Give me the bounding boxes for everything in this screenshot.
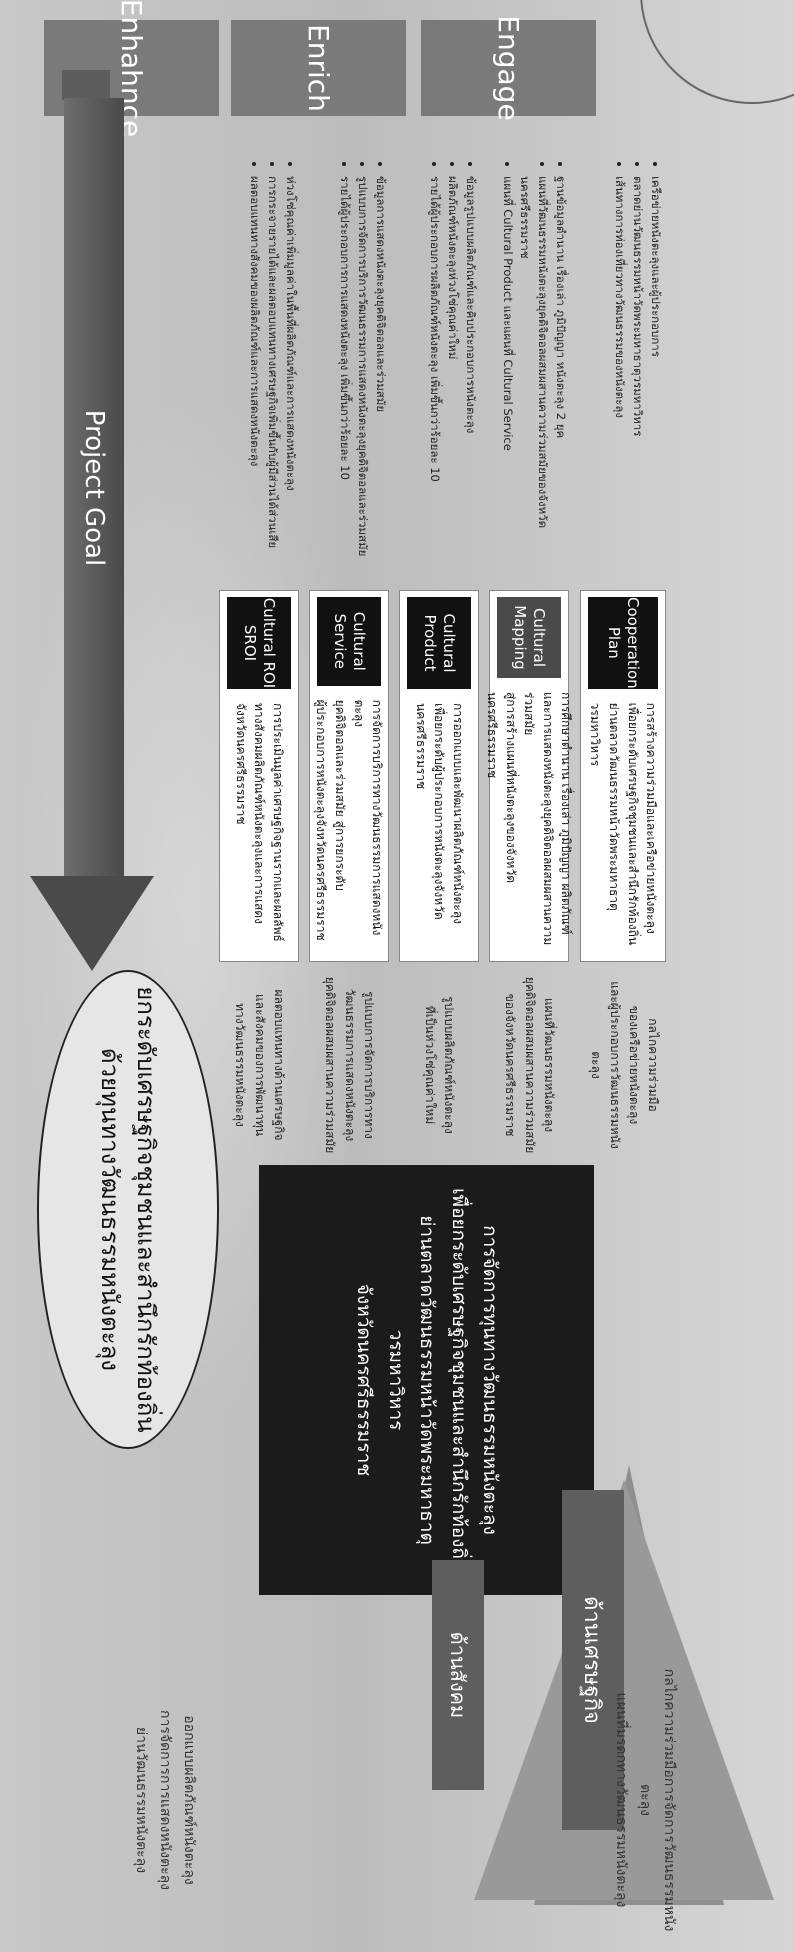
card-text-line: จังหวัดนครศรีธรรมราช bbox=[233, 703, 248, 825]
card-text: การออกแบบและพัฒนาผลิตภัณฑ์หนังตะลุง เพื่… bbox=[407, 695, 471, 932]
goal-line-1: ยกระดับเศรษฐกิจชุมชนและสำนึกรักท้องถิ่น bbox=[132, 986, 160, 1433]
row-left-line: วัฒนธรรมการแสดงหนังตะลุง bbox=[342, 988, 357, 1142]
row-roi-left-text: ผลตอบแทนทางด้านเศรษฐกิจ และสังคมของการพั… bbox=[219, 975, 299, 1155]
bullet-item: แผนที่วัฒนธรรมหนังตะลุงยุคดิจิตอลผสมผสาน… bbox=[516, 176, 552, 570]
card-cultural-roi: Cultural ROI SROI การประเมินมูลค่าเศรษฐก… bbox=[219, 590, 299, 962]
bullet-item: ตลาดย่านวัฒนธรรมหน้าวัดพระมหาธาตุวรมหาวิ… bbox=[628, 176, 646, 570]
card-text: การประเมินมูลค่าเศรษฐกิจฐานรากและผลลัพธ์… bbox=[227, 695, 291, 950]
row-left-line: ของจังหวัดนครศรีธรรมราช bbox=[503, 993, 518, 1137]
bottom-col1-line-2: แผนที่มรดกทางวัฒนธรรมหนังตะลุง bbox=[613, 1692, 630, 1908]
project-goal-arrow-shaft: Project Goal bbox=[64, 98, 124, 878]
block-cultural-roi: Cultural ROI SROI bbox=[227, 597, 291, 689]
bullet-item: เครือข่ายหนังตะลุงและผู้ประกอบการ bbox=[646, 176, 664, 570]
center-line-2: เพื่อยกระดับเศรษฐกิจชุมชนและสำนึกรักท้อง… bbox=[447, 1188, 470, 1572]
card-text-line: สู่การสร้างแผนที่หนังตะลุงของจังหวัดนครศ… bbox=[485, 691, 518, 883]
bullet-item: ฐานข้อมูลตำนาน เรื่องเล่า ภูมิปัญญา หนัง… bbox=[551, 176, 569, 570]
card-text-line: การออกแบบและพัฒนาผลิตภัณฑ์หนังตะลุง bbox=[450, 703, 465, 924]
card-text: การศึกษาตำนาน เรื่องเล่า ภูมิปัญญา ผลิตภ… bbox=[479, 684, 580, 961]
bullet-item: ห่วงโซ่คุณค่าเพิ่มมูลค่าในพื้นที่ผลิตภัณ… bbox=[281, 176, 299, 570]
card-text-line: การสร้างความร่วมมือและเครือข่ายหนังตะลุง bbox=[644, 702, 659, 934]
bullet-item: การกระจายรายได้และผลตอบแทนทางเศรษฐกิจเพิ… bbox=[263, 176, 281, 570]
row-service-bullets: ข้อมูลการแสดงหนังตะลุงยุคดิจิตอลและร่วมส… bbox=[309, 160, 389, 570]
card-text: การจัดการบริการทางวัฒนธรรมการแสดงหนังตะล… bbox=[308, 692, 390, 961]
card-text-line: และการแสดงหนังตะลุงยุคดิจิตอลผสมผสานความ… bbox=[522, 691, 555, 946]
row-mapping-bullets: ฐานข้อมูลตำนาน เรื่องเล่า ภูมิปัญญา หนัง… bbox=[489, 160, 569, 570]
card-cultural-product: Cultural Product การออกแบบและพัฒนาผลิตภั… bbox=[399, 590, 479, 962]
center-line-4: จังหวัดนครศรีธรรมราช bbox=[353, 1283, 376, 1477]
card-cultural-service: Cultural Service การจัดการบริการทางวัฒนธ… bbox=[309, 590, 389, 962]
bullet-item: ข้อมูลรูปแบบผลิตภัณฑ์และคิบประกอบการหนัง… bbox=[461, 176, 479, 570]
bullet-item: รูปแบบการจัดการบริการวัฒนธรรมการแสดงหนัง… bbox=[353, 176, 371, 570]
bottom-col2-line-2: การจัดการการแสดงหนังตะลุง bbox=[156, 1709, 173, 1891]
pyramid-top-label: ด้านสังคม bbox=[446, 1631, 470, 1719]
bullet-item: แผนที่ Cultural Product และแผนที่ Cultur… bbox=[498, 176, 516, 570]
row-left-line: ยุคดิจิตอลผสมผสานความร่วมสมัย bbox=[522, 976, 537, 1154]
bullet-item: ผลิตภัณฑ์หนังตะลุงห่วงโซ่คุณค่าใหม่ bbox=[443, 176, 461, 570]
card-cooperation-plan: Cooperation Plan การสร้างความร่วมมือและเ… bbox=[580, 590, 666, 962]
card-text-line: เพื่อยกระดับเศรษฐกิจชุมชนและสำนึกรักท้อง… bbox=[625, 702, 640, 946]
bottom-col2-line-3: ย่านวัฒนธรรมหนังตะลุง bbox=[133, 1726, 150, 1874]
card-text-line: ผู้ประกอบการหนังตะลุงจังหวัดนครศรีธรรมรา… bbox=[314, 699, 329, 941]
pyramid-top-label-box: ด้านสังคม bbox=[432, 1560, 484, 1790]
block-cooperation-plan: Cooperation Plan bbox=[588, 597, 658, 689]
card-text-line: ทางสังคมผลิตภัณฑ์หนังตะลุงและการแสดง bbox=[252, 703, 267, 924]
tag-engage: Engage bbox=[421, 15, 596, 121]
bullet-item: รายได้ผู้ประกอบการการแสดงหนังตะลุง เพิ่ม… bbox=[336, 176, 354, 570]
card-text-line: นครศรีธรรมราช bbox=[413, 703, 428, 790]
block-cultural-service: Cultural Service bbox=[317, 597, 381, 686]
bottom-col1-line-1: กลไกความร่วมมือการจัดการวัฒนธรรมหนังตะลุ… bbox=[636, 1668, 677, 1932]
row-cooperation-bullets: เครือข่ายหนังตะลุงและผู้ประกอบการ ตลาดย่… bbox=[584, 160, 664, 570]
goal-line-2: ด้วยทุนทางวัฒนธรรมหนังตะลุง bbox=[96, 1047, 124, 1372]
row-left-line: ทางวัฒนธรรมหนังตะลุง bbox=[233, 1003, 248, 1127]
row-left-line: ผลตอบแทนทางด้านเศรษฐกิจ bbox=[271, 989, 286, 1141]
bullet-item: รายได้ผู้ประกอบการผลิตภัณฑ์หนังตะลุง เพิ… bbox=[426, 176, 444, 570]
bottom-col2-line-1: ออกแบบผลิตภัณฑ์หนังตะลุง bbox=[180, 1715, 197, 1885]
row-roi-bullets: ห่วงโซ่คุณค่าเพิ่มมูลค่าในพื้นที่ผลิตภัณ… bbox=[219, 160, 299, 570]
row-left-line: ที่เป็นห่วงโซ่คุณค่าใหม่ bbox=[423, 1005, 437, 1125]
card-text-line: ย่านตลาดวัฒนธรรมหน้าวัดพระมหาธาตุวรมหาวิ… bbox=[588, 702, 621, 911]
project-goal-label: Project Goal bbox=[79, 409, 109, 567]
row-left-line: ยุคดิจิตอลผสมผสานความร่วมสมัย bbox=[323, 976, 338, 1154]
row-product-left-text: รูปแบบผลิตภัณฑ์หนังตะลุง ที่เป็นห่วงโซ่ค… bbox=[399, 975, 479, 1155]
row-left-line: รูปแบบผลิตภัณฑ์หนังตะลุง bbox=[442, 996, 457, 1134]
row-mapping-left-text: แผนที่วัฒนธรรมหนังตะลุง ยุคดิจิตอลผสมผสา… bbox=[489, 975, 569, 1155]
card-text-line: ยุคดิจิตอลและร่วมสมัย สู่การยกระดับ bbox=[333, 699, 347, 891]
watermark-arc bbox=[640, 0, 794, 104]
goal-ellipse: ยกระดับเศรษฐกิจชุมชนและสำนึกรักท้องถิ่น … bbox=[37, 970, 219, 1449]
row-cooperation-left-text: กลไกความร่วมมือ ของเครือข่ายหนังตะลุง แล… bbox=[579, 975, 669, 1155]
bullet-item: ผลตอบแทนทางสังคมของผลิตภัณฑ์และการแสดงหน… bbox=[246, 176, 264, 570]
row-left-line: และสังคมของการพัฒนาทุน bbox=[252, 993, 267, 1137]
card-text-line: การจัดการบริการทางวัฒนธรรมการแสดงหนังตะล… bbox=[351, 699, 385, 936]
card-text: การสร้างความร่วมมือและเครือข่ายหนังตะลุง… bbox=[582, 695, 664, 961]
row-left-line: และผู้ประกอบการวัฒนธรรมหนังตะลุง bbox=[588, 981, 622, 1149]
project-goal-arrow-head bbox=[30, 876, 154, 971]
row-left-line: กลไกความร่วมมือ bbox=[646, 1018, 661, 1112]
row-service-left-text: รูปแบบการจัดการบริการทาง วัฒนธรรมการแสดง… bbox=[309, 975, 389, 1155]
card-cultural-mapping: Cultural Mapping การศึกษาตำนาน เรื่องเล่… bbox=[485, 590, 573, 962]
bullet-item: ข้อมูลการแสดงหนังตะลุงยุคดิจิตอลและร่วมส… bbox=[371, 176, 389, 570]
row-left-line: รูปแบบการจัดการบริการทาง bbox=[361, 991, 376, 1139]
tag-enrich: Enrich bbox=[231, 20, 406, 116]
bottom-col-1: กลไกความร่วมมือการจัดการวัฒนธรรมหนังตะลุ… bbox=[574, 1655, 714, 1945]
project-goal-arrow-horizontal bbox=[62, 70, 110, 100]
center-line-3: ย่านตลาดวัฒนธรรมหน้าวัดพระมหาธาตุวรมหาวิ… bbox=[384, 1215, 439, 1545]
bullet-item: เส้นทางการท่องเที่ยวทางวัฒนธรรมของหนังตะ… bbox=[611, 176, 629, 570]
block-cultural-mapping: Cultural Mapping bbox=[497, 597, 561, 678]
bottom-col-2: ออกแบบผลิตภัณฑ์หนังตะลุง การจัดการการแสด… bbox=[94, 1655, 234, 1945]
block-cultural-product: Cultural Product bbox=[407, 597, 471, 689]
row-left-line: ของเครือข่ายหนังตะลุง bbox=[627, 1005, 642, 1125]
card-text-line: การประเมินมูลค่าเศรษฐกิจฐานรากและผลลัพธ์ bbox=[270, 703, 285, 942]
card-text-line: การศึกษาตำนาน เรื่องเล่า ภูมิปัญญา ผลิตภ… bbox=[559, 691, 574, 935]
row-product-bullets: ข้อมูลรูปแบบผลิตภัณฑ์และคิบประกอบการหนัง… bbox=[399, 160, 479, 570]
card-text-line: เพื่อยกระดับผู้ประกอบการหนังตะลุงจังหวัด bbox=[432, 703, 447, 920]
row-left-line: แผนที่วัฒนธรรมหนังตะลุง bbox=[541, 997, 556, 1133]
